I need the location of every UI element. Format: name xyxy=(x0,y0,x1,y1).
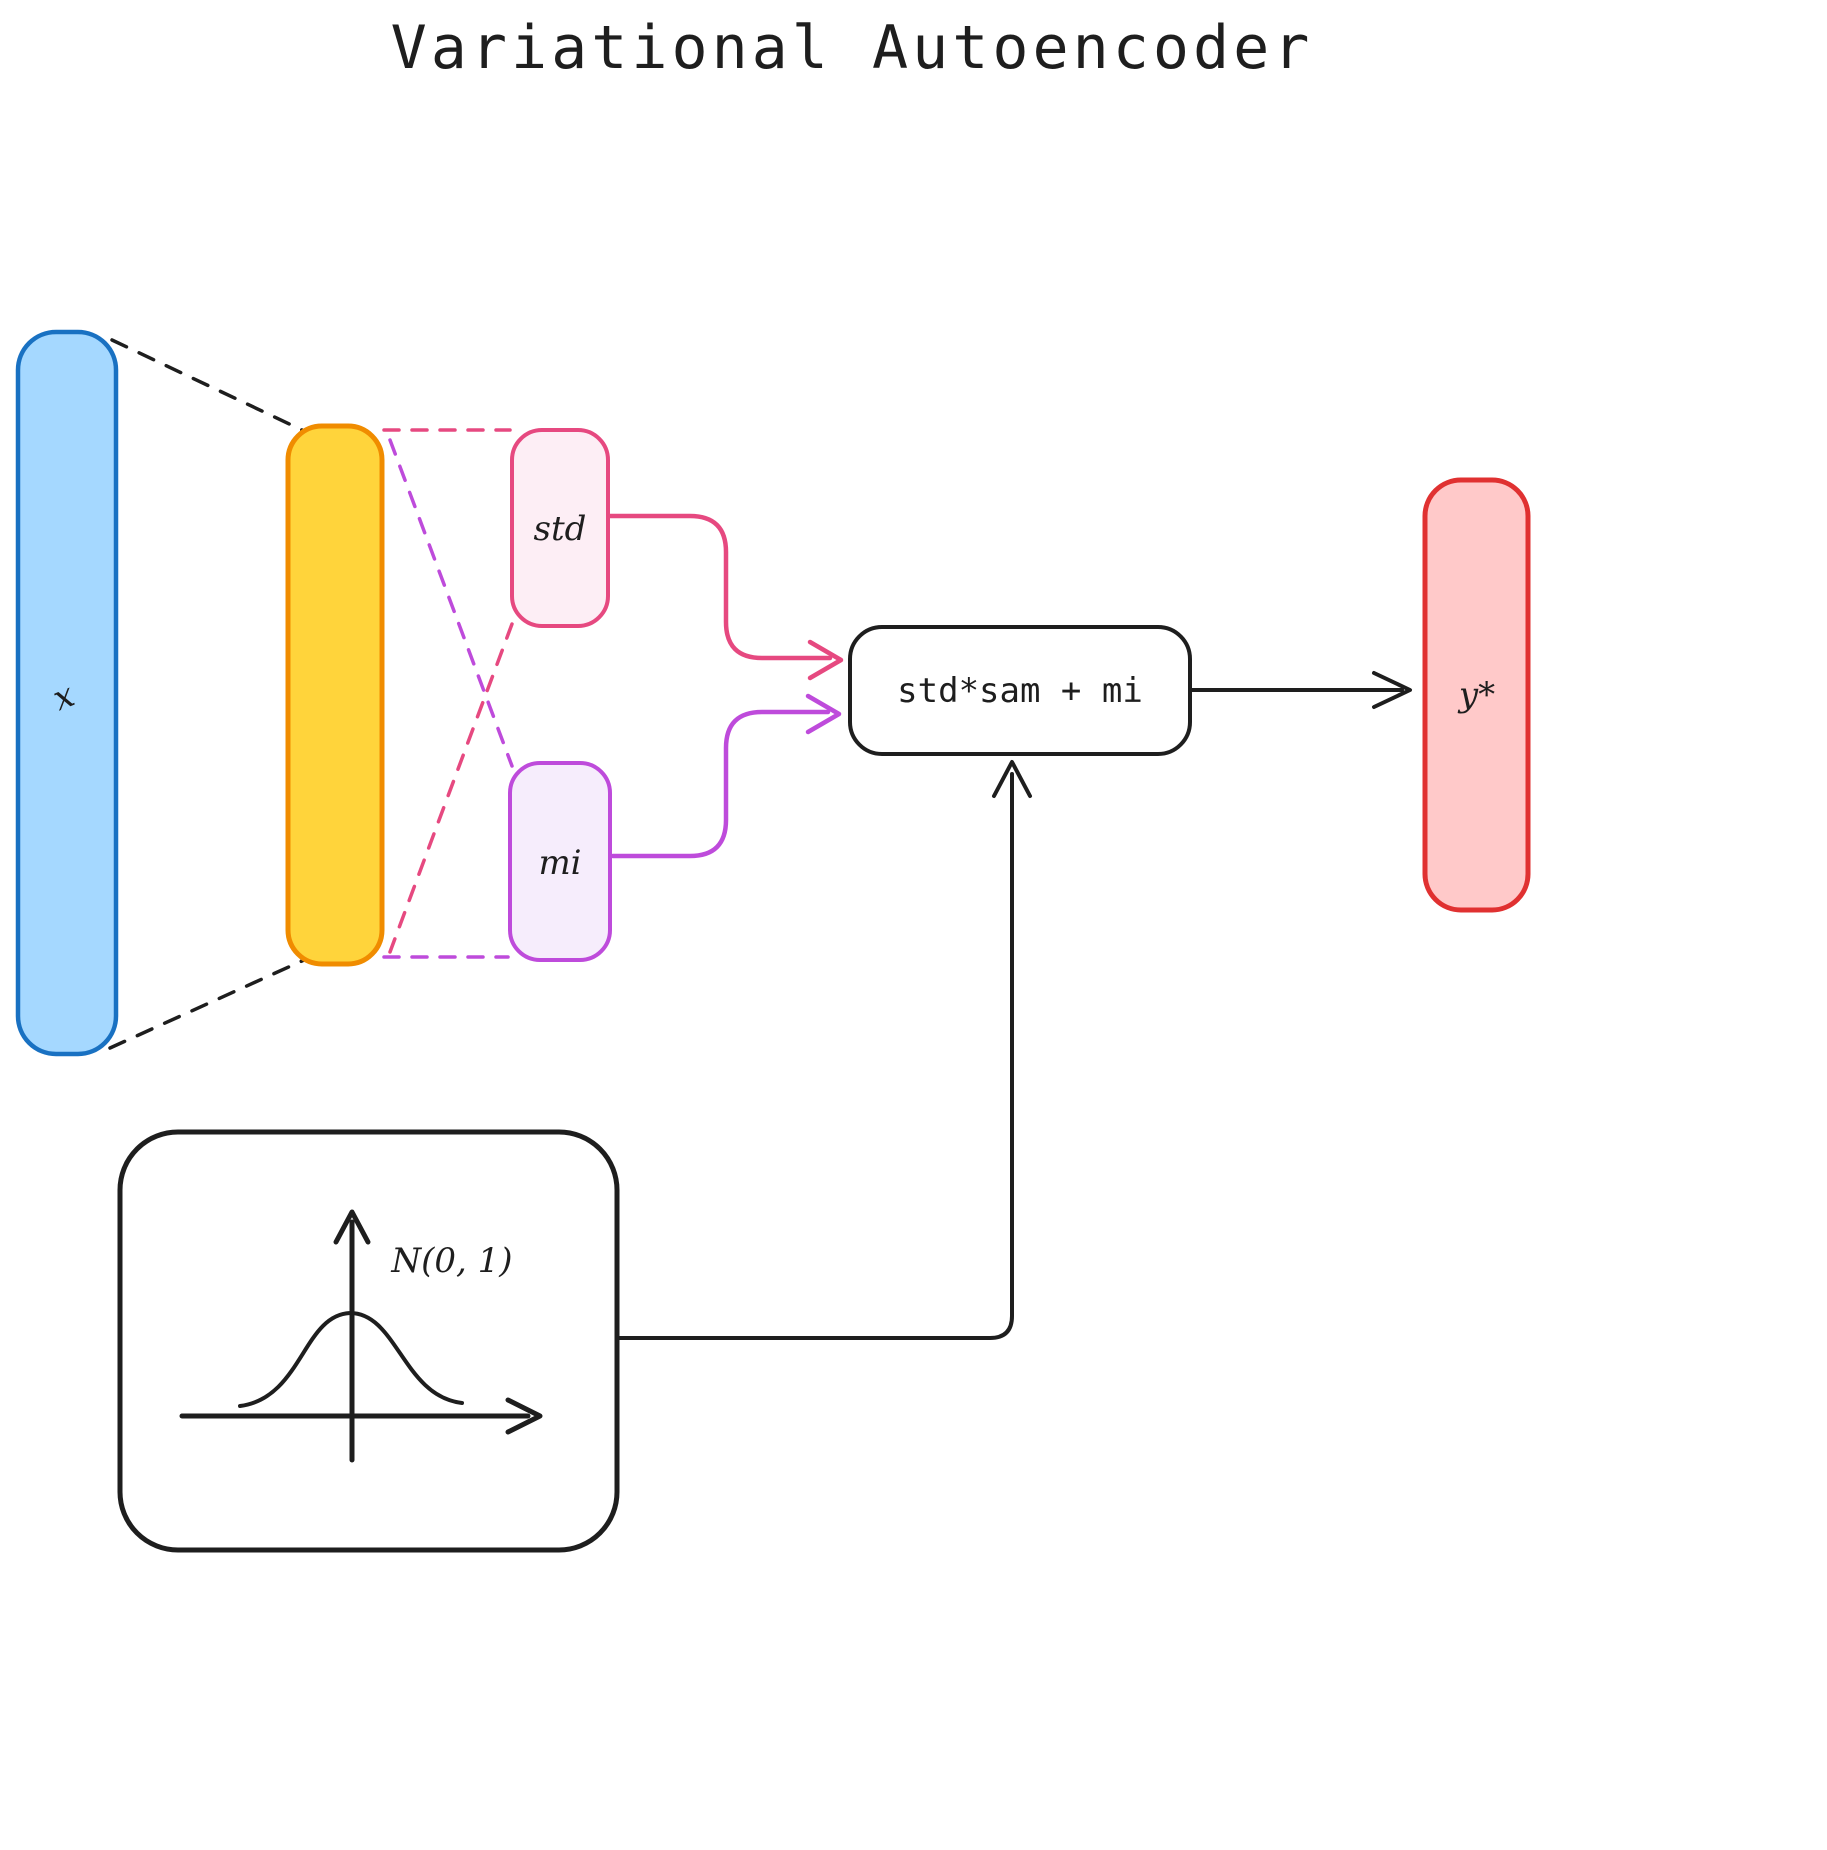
gaussian-y-axis-arrowhead xyxy=(333,1209,371,1245)
mi-node xyxy=(508,761,612,962)
mi-node-label: mi xyxy=(538,843,581,883)
gaussian-label: N(0, 1) xyxy=(390,1241,512,1281)
gaussian-box xyxy=(117,1129,620,1553)
diagram-title: Variational Autoencoder xyxy=(391,13,1314,83)
funnel-dashed-top xyxy=(110,338,304,432)
hidden-to-mi-dashed-cross xyxy=(388,438,514,768)
std-to-reparam-arrow xyxy=(607,513,833,661)
hidden-to-std-dashed-cross xyxy=(388,622,514,954)
output-vector-label: y* xyxy=(1457,675,1495,715)
std-to-reparam-arrowhead xyxy=(807,639,844,681)
input-vector-node xyxy=(15,329,119,1057)
gaussian-x-axis-arrowhead xyxy=(505,1397,543,1435)
std-node xyxy=(510,428,610,628)
output-vector-node xyxy=(1422,477,1531,913)
reparam-to-output-arrowhead xyxy=(1372,671,1412,709)
mi-to-reparam-arrowhead xyxy=(805,693,842,735)
hidden-layer-node xyxy=(285,423,385,967)
gaussian-curve xyxy=(238,1311,464,1408)
funnel-dashed-bottom xyxy=(108,958,306,1050)
gaussian-to-reparam-connector xyxy=(615,772,1014,1340)
reparam-formula: std*sam + mi xyxy=(897,671,1143,711)
mi-to-reparam-arrow xyxy=(610,709,831,859)
gaussian-to-reparam-arrowhead xyxy=(992,760,1032,798)
std-node-label: std xyxy=(534,509,587,549)
reparam-box xyxy=(848,625,1192,756)
